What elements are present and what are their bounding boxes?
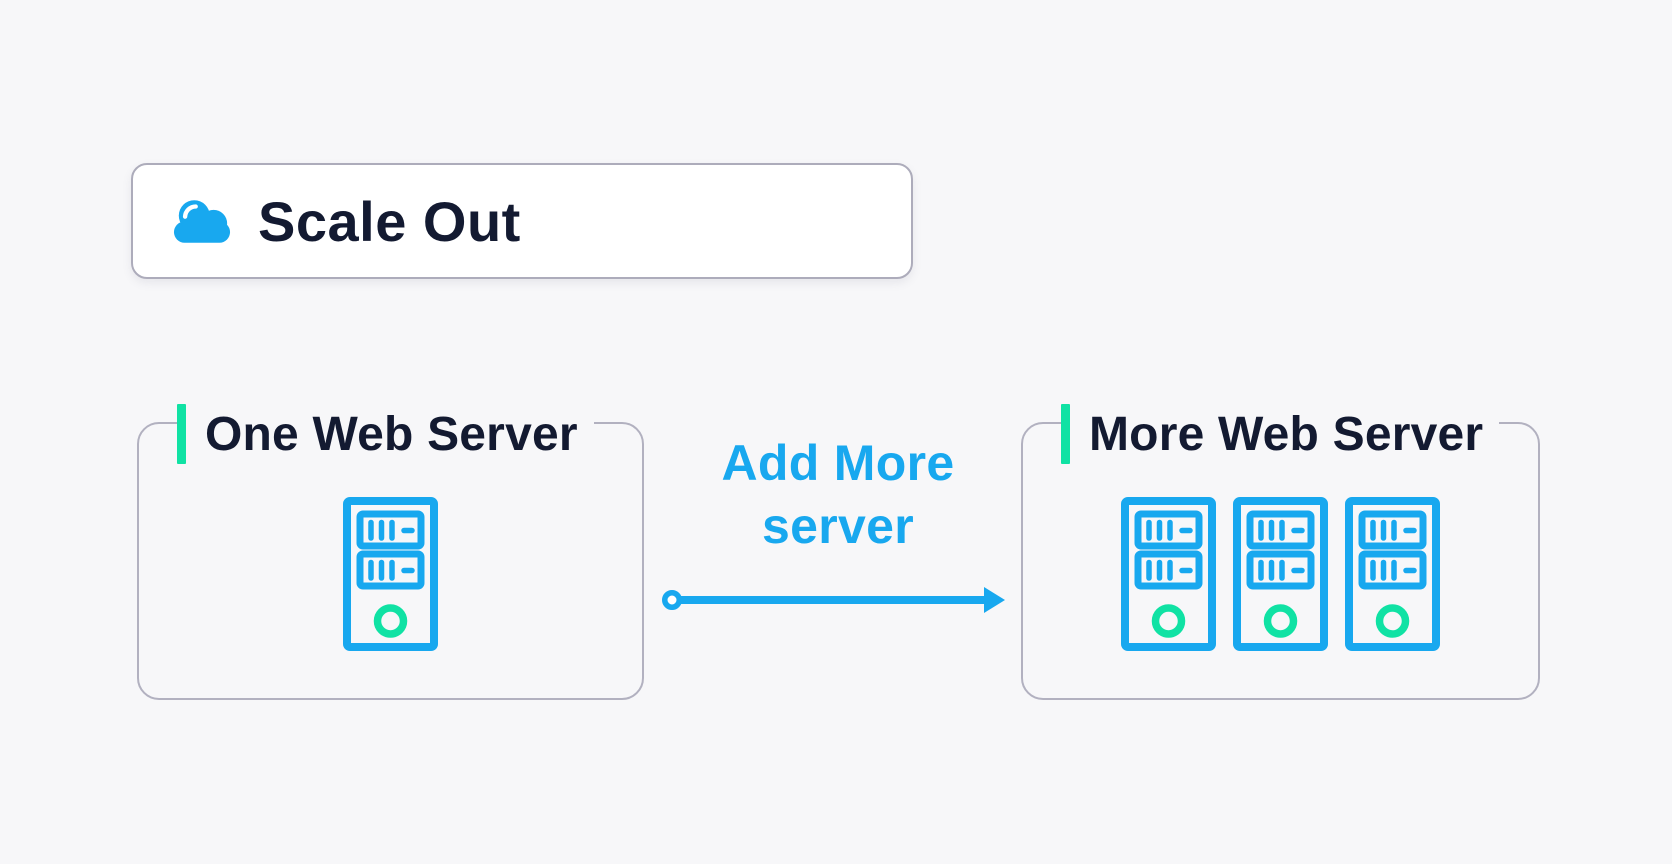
arrow-label-line-1: Add More [721, 435, 955, 491]
one-web-server-title: One Web Server [205, 407, 578, 461]
server-icon [1121, 497, 1216, 651]
server-icon [1345, 497, 1440, 651]
arrow-label: Add More server [663, 432, 1013, 558]
green-accent-bar [1061, 404, 1070, 464]
page-title: Scale Out [258, 189, 521, 253]
green-accent-bar [177, 404, 186, 464]
add-more-arrow [662, 587, 1005, 613]
more-web-server-box: More Web Server [1021, 404, 1540, 700]
scale-out-card: Scale Out [131, 163, 913, 279]
more-web-server-title: More Web Server [1089, 407, 1484, 461]
one-web-server-title-row: One Web Server [177, 404, 594, 464]
cloud-icon [173, 200, 231, 243]
arrow-start-dot [662, 590, 682, 610]
arrow-head [984, 587, 1005, 613]
more-web-server-title-row: More Web Server [1061, 404, 1500, 464]
server-icon [1233, 497, 1328, 651]
server-icons-row [139, 497, 642, 651]
server-icon [343, 497, 438, 651]
one-web-server-box: One Web Server [137, 404, 644, 700]
server-icons-row [1023, 497, 1538, 651]
arrow-label-line-2: server [762, 498, 914, 554]
